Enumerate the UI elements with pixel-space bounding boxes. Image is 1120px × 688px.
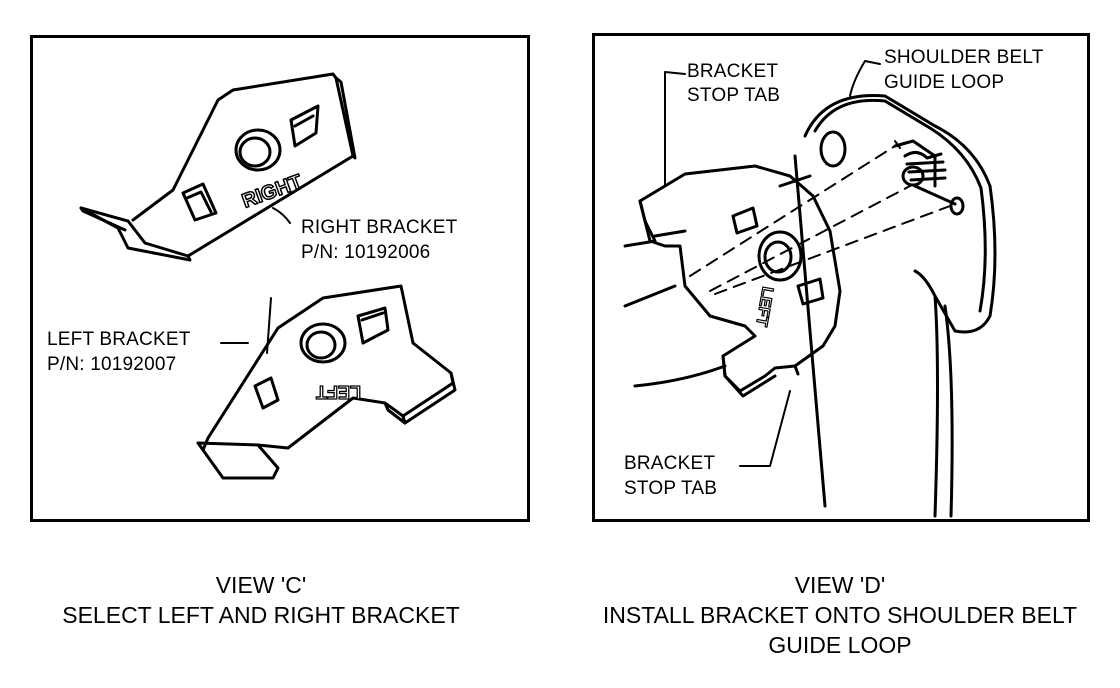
right-bracket-name: RIGHT BRACKET	[301, 217, 458, 238]
view-c-panel: RIGHT LEFT RIGHT BRACKET P/N: 10192006 L…	[30, 35, 530, 522]
view-c-title: VIEW 'C'	[215, 572, 307, 598]
left-bracket-part-number: P/N: 10192007	[47, 354, 177, 375]
view-c-illustration: RIGHT LEFT	[79, 72, 457, 480]
top-stop-tab-label-line2: STOP TAB	[687, 85, 781, 106]
guide-loop-label-line1: SHOULDER BELT	[884, 47, 1044, 68]
top-stop-tab-label-line1: BRACKET	[687, 61, 779, 82]
view-d-panel: LEFT BRACKET STOP TAB SHOULDER BELT GUID…	[592, 33, 1090, 522]
view-d-subtitle-line1: INSTALL BRACKET ONTO SHOULDER BELT	[602, 602, 1078, 628]
view-c-caption: VIEW 'C' SELECT LEFT AND RIGHT BRACKET	[30, 570, 492, 630]
right-bracket-drawing	[79, 72, 357, 354]
view-d-subtitle-line2: GUIDE LOOP	[768, 632, 912, 658]
view-d-caption: VIEW 'D' INSTALL BRACKET ONTO SHOULDER B…	[565, 570, 1115, 660]
bottom-stop-tab-label-line1: BRACKET	[624, 453, 716, 474]
left-stamp: LEFT	[316, 382, 361, 402]
left-bracket-drawing	[196, 284, 457, 480]
guide-loop-label-line2: GUIDE LOOP	[884, 72, 1005, 93]
bottom-stop-tab-label-line2: STOP TAB	[624, 478, 718, 499]
view-d-title: VIEW 'D'	[794, 572, 886, 598]
install-bracket-drawing	[638, 164, 842, 398]
view-c-subtitle: SELECT LEFT AND RIGHT BRACKET	[62, 602, 460, 628]
right-bracket-part-number: P/N: 10192006	[301, 242, 431, 263]
left-bracket-name: LEFT BRACKET	[47, 329, 191, 350]
spring-pin-drawing	[689, 140, 965, 295]
bracket-stamp: LEFT	[752, 285, 776, 328]
view-d-illustration: LEFT	[623, 60, 997, 518]
